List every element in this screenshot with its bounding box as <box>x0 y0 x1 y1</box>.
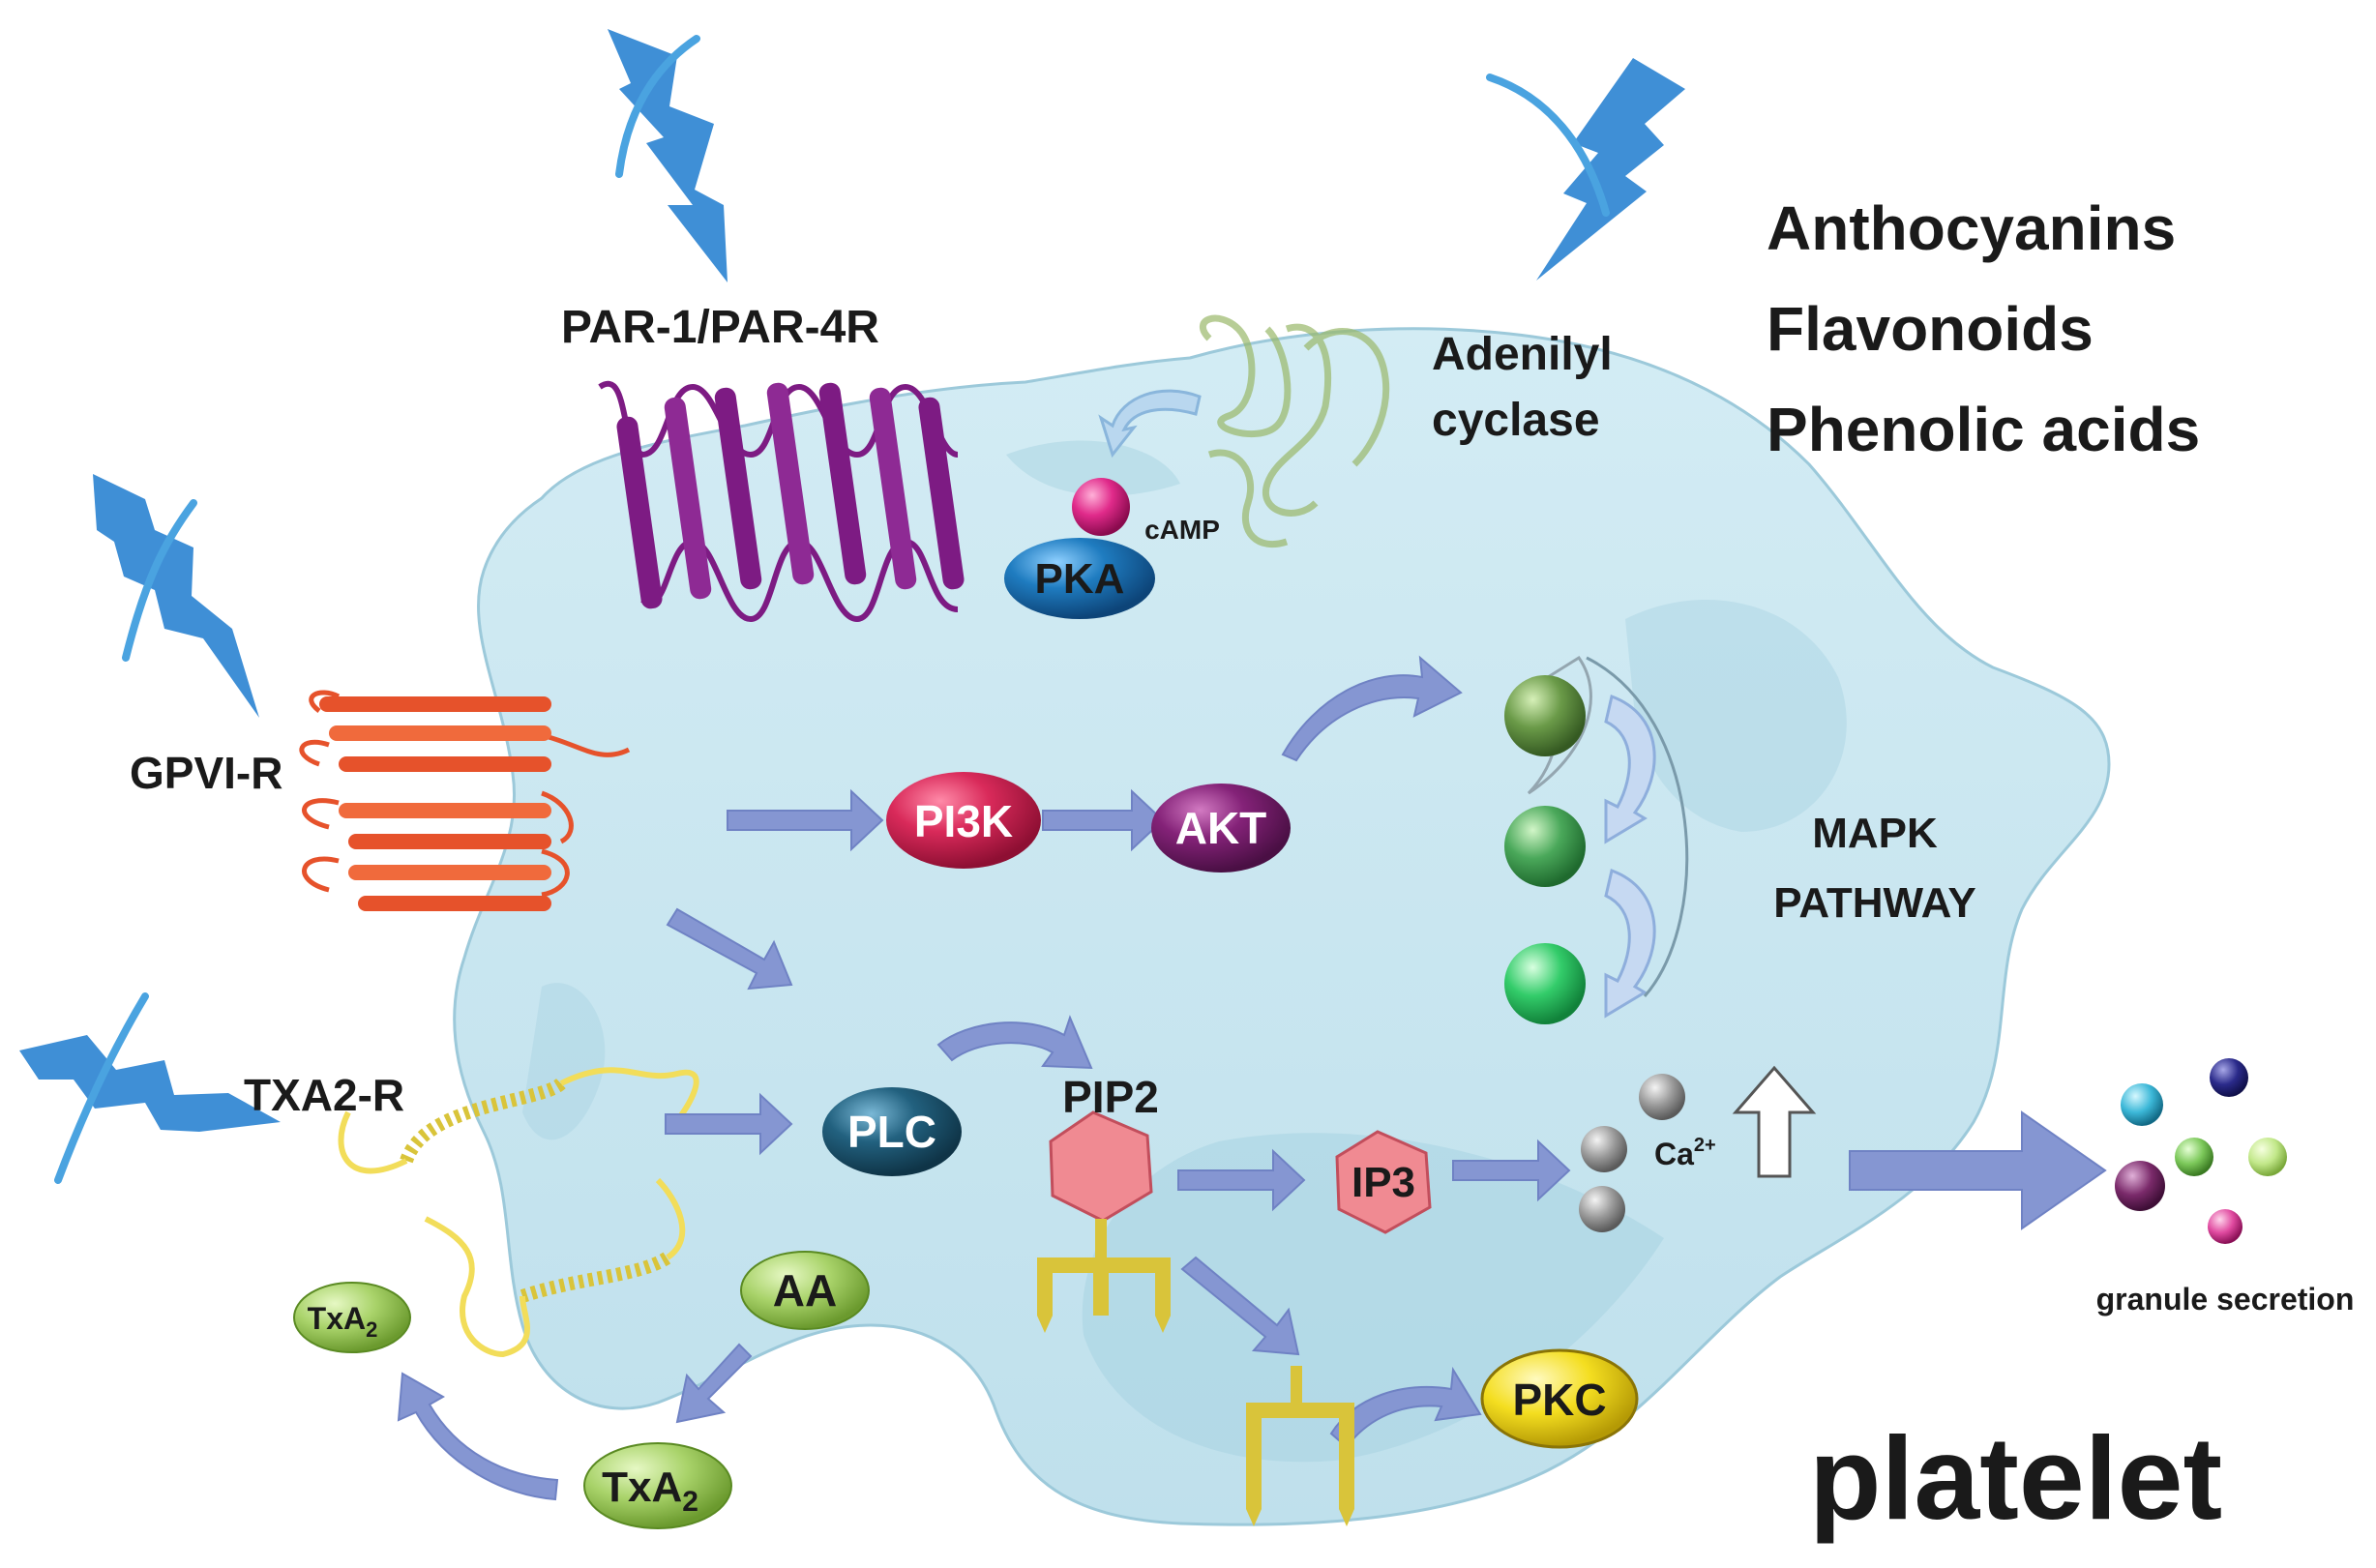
arrow-ip3-ca <box>1452 1139 1571 1202</box>
agonist-bolt-icon-adenylyl <box>1486 58 1685 281</box>
plc-label: PLC <box>847 1107 936 1157</box>
ca-increase-arrow-icon <box>1732 1065 1817 1178</box>
granule-secretion-label: granule secretion <box>2096 1282 2355 1317</box>
calcium-ions: Ca2+ <box>1579 1065 1817 1232</box>
txa2-receptor <box>338 1067 699 1358</box>
arrow-ca-granule <box>1849 1110 2107 1230</box>
ca-ion-2 <box>1639 1074 1685 1120</box>
akt-node: AKT <box>1151 784 1291 873</box>
aa-node: AA <box>740 1251 870 1330</box>
pi3k-node: PI3K <box>886 772 1041 869</box>
plc-node: PLC <box>822 1087 962 1176</box>
arrow-gpvi-plc <box>666 907 793 991</box>
pathway-arrows <box>397 655 2107 1501</box>
ip3-node: IP3 <box>1335 1130 1432 1234</box>
par-receptor <box>598 381 965 623</box>
granule-navy <box>2210 1058 2248 1097</box>
dag-icon <box>1246 1366 1354 1526</box>
pi3k-label: PI3K <box>914 796 1013 846</box>
mapk-cascade <box>1504 655 1689 1024</box>
adenylyl-label-line2: cyclase <box>1432 395 1600 446</box>
arrow-pip2-ip3 <box>1177 1148 1306 1212</box>
ip3-label: IP3 <box>1351 1159 1415 1206</box>
granule-cyan <box>2121 1083 2163 1126</box>
agonist-bolt-icon-par <box>608 29 728 282</box>
aa-label: AA <box>773 1265 837 1316</box>
granules <box>2115 1058 2287 1244</box>
akt-label: AKT <box>1175 803 1267 853</box>
pkc-label: PKC <box>1512 1375 1606 1425</box>
compound-phenolic-acids: Phenolic acids <box>1767 395 2200 464</box>
arrow-txa2r-plc <box>665 1092 793 1156</box>
adenylyl-cyclase-enzyme <box>1200 314 1390 548</box>
arrow-akt-mapk <box>1281 655 1463 762</box>
adenylyl-label-line1: Adenilyl <box>1432 329 1613 380</box>
granule-pink <box>2208 1209 2242 1244</box>
granule-lime <box>2248 1138 2287 1176</box>
arrow-plc-pip2 <box>936 1015 1093 1070</box>
arrow-dag-pkc <box>1329 1366 1482 1449</box>
arrow-aa-txa2 <box>675 1343 753 1424</box>
arrow-pip2-dag <box>1180 1256 1300 1356</box>
par-receptor-label: PAR-1/PAR-4R <box>561 302 879 353</box>
arrow-txa2-recycle <box>397 1372 559 1501</box>
ca-ion-3 <box>1579 1186 1625 1232</box>
mapk-label-line2: PATHWAY <box>1773 879 1975 927</box>
cyclase-arrow-icon <box>1098 389 1202 459</box>
gpvi-receptor-label: GPVI-R <box>130 748 282 798</box>
pip2-label: PIP2 <box>1062 1072 1159 1122</box>
pip2-node <box>1037 1110 1171 1333</box>
gpvi-receptor <box>299 690 631 911</box>
mapk-kinase-3 <box>1504 943 1586 1024</box>
camp-label: cAMP <box>1144 515 1220 545</box>
txa2-small-label: TxA2 <box>308 1301 378 1342</box>
mapk-kinase-2 <box>1504 806 1586 887</box>
ca-ion-1 <box>1581 1126 1627 1172</box>
pka-node: PKA cAMP <box>1004 478 1220 619</box>
txa2-large-node: TxA2 <box>583 1442 732 1529</box>
mapk-label-line1: MAPK <box>1812 810 1938 857</box>
arrow-gpvi-pi3k <box>727 788 884 852</box>
camp-sphere <box>1072 478 1130 536</box>
platelet-label: platelet <box>1809 1412 2222 1544</box>
txa2-large-label: TxA2 <box>602 1464 698 1518</box>
agonist-bolt-icon-txa2 <box>19 992 281 1184</box>
pka-label: PKA <box>1035 555 1125 603</box>
arrow-pi3k-akt <box>1042 788 1165 852</box>
txa2-receptor-label: TXA2-R <box>244 1070 404 1120</box>
compound-anthocyanins: Anthocyanins <box>1767 193 2176 263</box>
pkc-node: PKC <box>1480 1348 1639 1449</box>
agonist-bolt-icon-gpvi <box>93 474 259 718</box>
mapk-kinase-1 <box>1504 675 1586 756</box>
granule-purple <box>2115 1161 2165 1211</box>
ca-label: Ca2+ <box>1654 1135 1716 1171</box>
txa2-small-node: TxA2 <box>293 1282 411 1353</box>
compound-flavonoids: Flavonoids <box>1767 294 2094 364</box>
granule-green <box>2175 1138 2213 1176</box>
